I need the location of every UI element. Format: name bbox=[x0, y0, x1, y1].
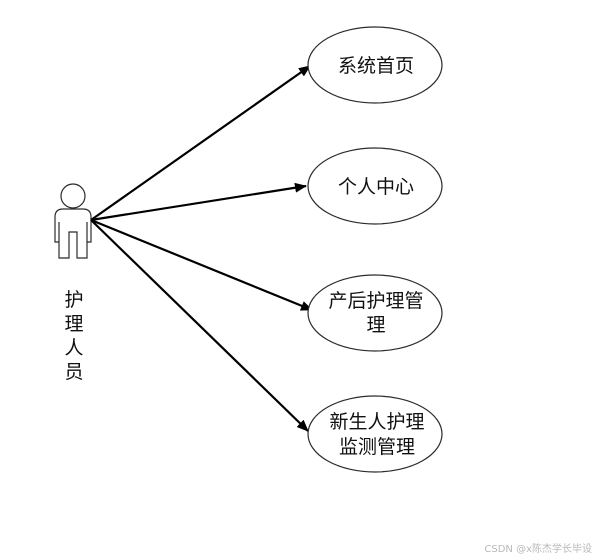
actor-body bbox=[54, 208, 92, 259]
association-arrow bbox=[90, 182, 307, 222]
use-case-ellipse bbox=[307, 274, 443, 352]
use-case-ellipse bbox=[307, 26, 443, 104]
use-case-label: 个人中心 bbox=[338, 176, 414, 198]
association-arrow bbox=[90, 65, 311, 221]
actor-name: 护 理 人 员 bbox=[64, 289, 83, 383]
actor-name-char: 护 bbox=[64, 289, 83, 311]
actor-head bbox=[60, 183, 86, 209]
association-arrow bbox=[90, 219, 309, 432]
use-case-label: 理 bbox=[366, 314, 385, 336]
watermark: CSDN @x陈杰学长毕设 bbox=[484, 542, 592, 555]
use-case-ellipse bbox=[307, 395, 443, 473]
use-case-label: 系统首页 bbox=[338, 55, 414, 77]
use-case-label: 监测管理 bbox=[339, 436, 415, 458]
associations bbox=[90, 65, 313, 432]
actor-figure bbox=[54, 183, 92, 259]
use-cases bbox=[307, 26, 443, 473]
use-case-label: 新生人护理 bbox=[329, 411, 424, 433]
actor-name-char: 员 bbox=[64, 361, 83, 383]
actor-name-char: 理 bbox=[64, 313, 83, 335]
use-case-ellipse bbox=[307, 147, 443, 225]
association-arrow bbox=[90, 218, 313, 312]
use-case-label: 产后护理管 bbox=[328, 290, 423, 312]
actor-name-char: 人 bbox=[64, 337, 83, 359]
